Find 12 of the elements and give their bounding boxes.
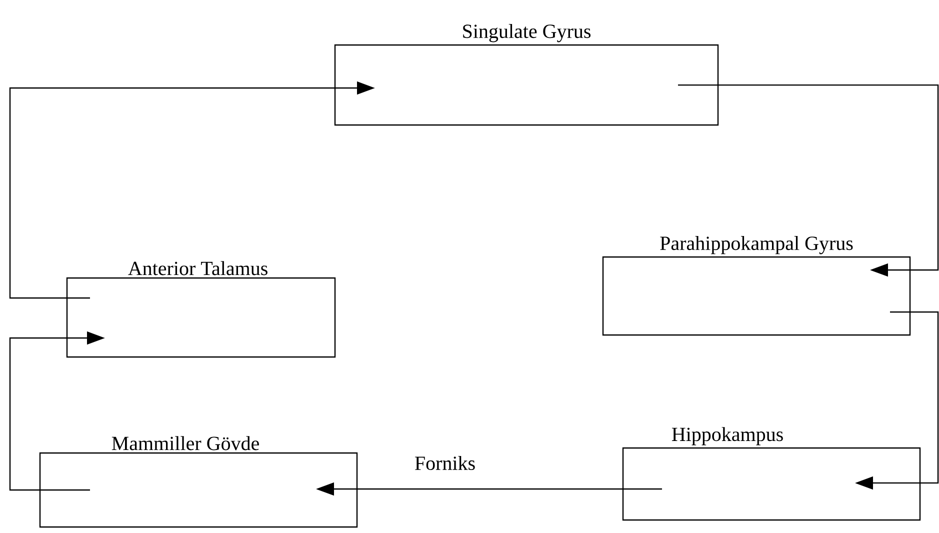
node-label: Hippokampus bbox=[672, 427, 783, 446]
labeled-box: Hippokampus bbox=[622, 427, 921, 521]
labeled-box: Parahippokampal Gyrus bbox=[602, 236, 911, 336]
edge-label: Forniks bbox=[412, 454, 478, 472]
labeled-box: Singulate Gyrus bbox=[334, 24, 719, 126]
node-label: Mammiller Gövde bbox=[112, 436, 259, 450]
arrow bbox=[678, 84, 939, 277]
labeled-box: Mammiller Gövde bbox=[39, 436, 358, 528]
node-label: Singulate Gyrus bbox=[463, 24, 591, 42]
node-label: Parahippokampal Gyrus bbox=[660, 236, 853, 254]
labeled-box: Anterior Talamus bbox=[66, 261, 336, 358]
node-label: Anterior Talamus bbox=[128, 261, 268, 276]
